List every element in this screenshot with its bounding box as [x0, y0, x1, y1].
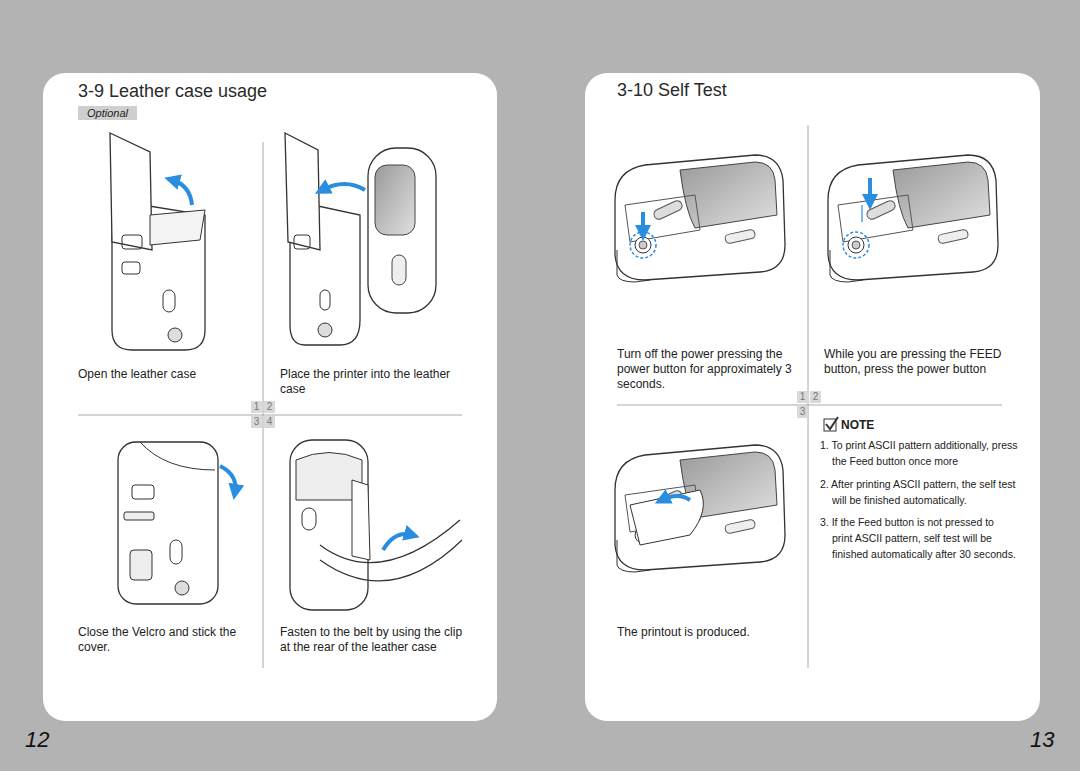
step-caption: Place the printer into the leather case — [280, 367, 460, 397]
note-item: 1. To print ASCII pattern additionally, … — [820, 438, 1022, 470]
step-number: 3 — [797, 406, 808, 418]
page-panel: 3-9 Leather case usageOptional — [43, 73, 497, 721]
step-caption: Fasten to the belt by using the clip at … — [280, 625, 470, 655]
note-item: 2. After printing ASCII pattern, the sel… — [820, 477, 1032, 509]
step-number: 1 — [251, 401, 262, 413]
page-number: 13 — [1030, 727, 1054, 753]
step-number: 4 — [264, 416, 275, 428]
note-heading: NOTE — [841, 418, 874, 432]
step-number: 2 — [810, 391, 821, 403]
note-item: 3. If the Feed button is not pressed to … — [820, 515, 1017, 562]
step-number: 3 — [251, 416, 262, 428]
section-title: 3-10 Self Test — [617, 80, 727, 101]
step-caption: Turn off the power pressing the power bu… — [617, 347, 799, 392]
step-caption: While you are pressing the FEED button, … — [824, 347, 1009, 377]
step-caption: Open the leather case — [78, 367, 258, 382]
step-number: 1 — [797, 391, 808, 403]
optional-tag: Optional — [78, 106, 137, 120]
step-caption: The printout is produced. — [617, 625, 797, 640]
step-caption: Close the Velcro and stick the cover. — [78, 625, 258, 655]
tag-text: Optional — [78, 106, 137, 120]
page-number: 12 — [25, 727, 49, 753]
section-title: 3-9 Leather case usage — [78, 81, 267, 102]
step-number: 2 — [264, 401, 275, 413]
